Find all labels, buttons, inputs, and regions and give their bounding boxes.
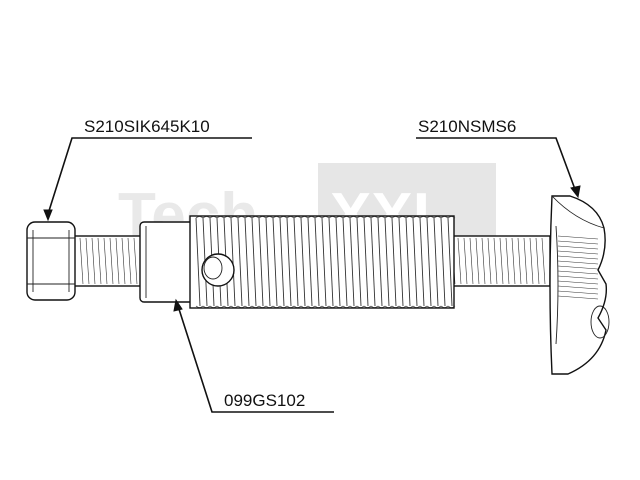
label-nut: S210NSMS6 bbox=[418, 117, 516, 136]
spherical-nut bbox=[549, 195, 610, 375]
leader-lines bbox=[43, 137, 581, 413]
screw-head bbox=[26, 221, 76, 301]
label-sleeve: 099GS102 bbox=[224, 391, 305, 410]
threaded-sleeve bbox=[139, 215, 456, 309]
label-screw: S210SIK645K10 bbox=[84, 117, 210, 136]
